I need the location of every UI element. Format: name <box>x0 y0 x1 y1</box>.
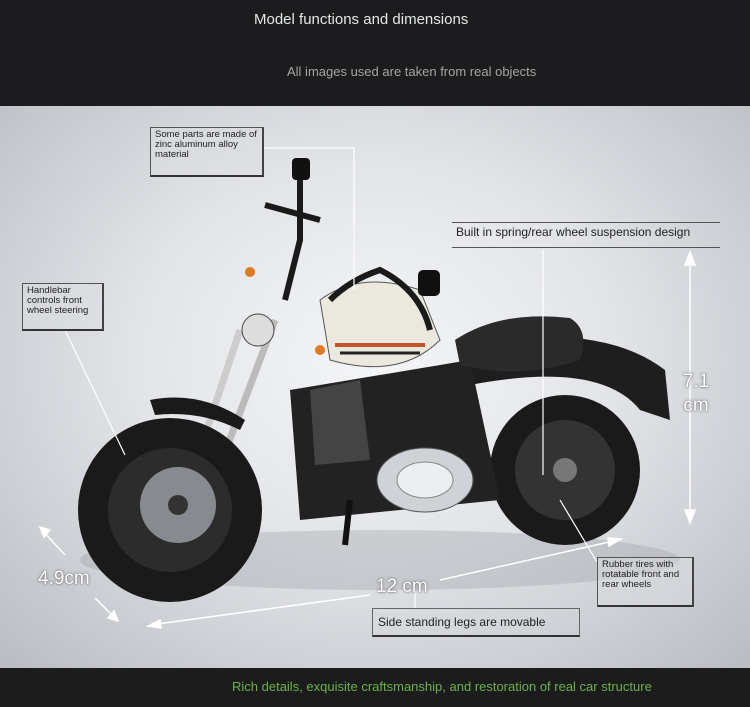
front-wheel <box>78 397 262 602</box>
tires-callout: Rubber tires with rotatable front and re… <box>597 557 694 607</box>
height-dimension: 7.1 cm <box>682 371 710 416</box>
suspension-callout: Built in spring/rear wheel suspension de… <box>452 222 720 248</box>
header: Model functions and dimensions All image… <box>0 0 750 106</box>
engine <box>290 360 500 520</box>
headlight <box>241 313 275 347</box>
side-stand <box>342 499 353 546</box>
width-dimension: 4.9cm <box>38 568 90 589</box>
footer: Rich details, exquisite craftsmanship, a… <box>0 668 750 707</box>
seat <box>455 316 584 372</box>
rear-wheel <box>490 395 640 545</box>
handlebar-callout: Handlebar controls front wheel steering <box>22 283 104 331</box>
mirror-right <box>418 270 440 296</box>
mirror-left <box>292 158 310 180</box>
callout-lines <box>64 147 598 608</box>
dimension-arrows <box>38 249 697 629</box>
material-callout: Some parts are made of zinc aluminum all… <box>150 127 264 177</box>
handlebar <box>264 165 433 331</box>
footer-tagline: Rich details, exquisite craftsmanship, a… <box>232 679 652 694</box>
page-subtitle: All images used are taken from real obje… <box>287 64 537 79</box>
page-title: Model functions and dimensions <box>254 11 469 28</box>
turn-signal-left <box>245 267 255 277</box>
stand-callout: Side standing legs are movable <box>372 608 580 637</box>
turn-signal-right <box>315 345 325 355</box>
length-dimension: 12 cm <box>376 576 428 597</box>
